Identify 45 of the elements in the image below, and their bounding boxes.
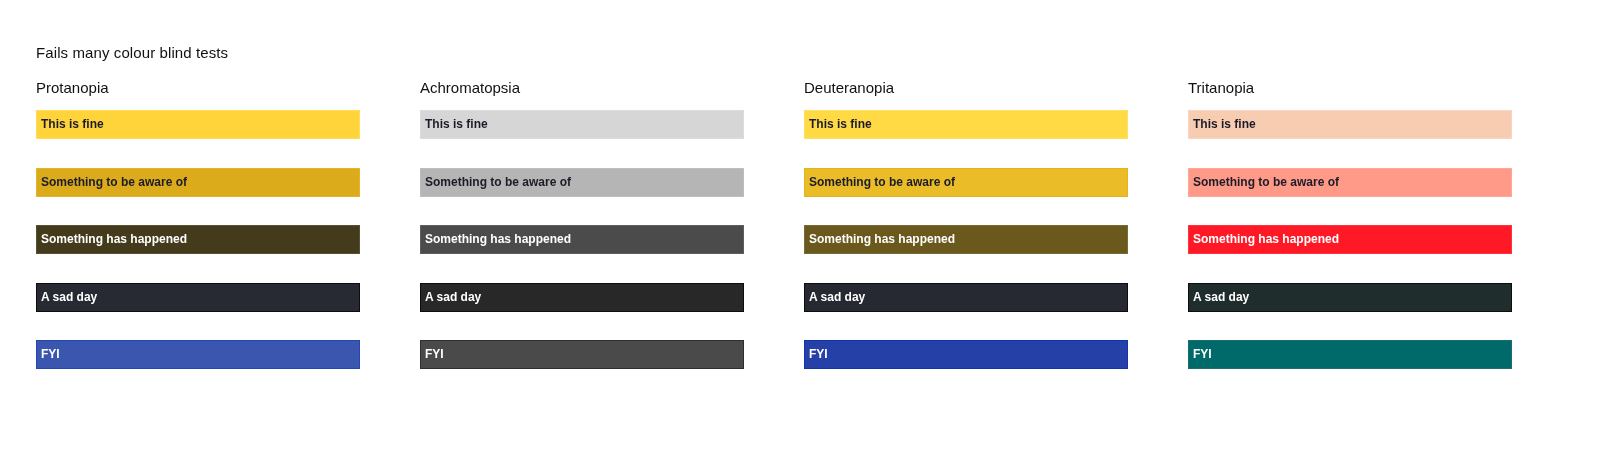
status-banner — [804, 340, 1128, 370]
status-banner — [804, 282, 1128, 312]
status-banner — [804, 110, 1128, 139]
banner-text: A sad day — [41, 289, 98, 305]
banner-text: This is fine — [41, 117, 104, 132]
banner-text: Something has happened — [809, 232, 955, 248]
status-banner — [36, 282, 360, 312]
status-banner — [36, 225, 360, 255]
banner-text: FYI — [809, 347, 828, 363]
banner-text: This is fine — [809, 117, 872, 132]
status-banner — [420, 167, 744, 197]
status-banner — [804, 167, 1128, 197]
banner-text: FYI — [41, 347, 60, 363]
status-banner — [1188, 340, 1512, 370]
banner-text: This is fine — [1193, 117, 1256, 132]
status-banner — [420, 225, 744, 255]
banner-text: A sad day — [1193, 289, 1250, 305]
status-banner — [36, 167, 360, 197]
banner-text: This is fine — [425, 117, 488, 132]
banner-text: Something to be aware of — [809, 174, 955, 190]
status-banner — [1188, 282, 1512, 312]
status-banner — [420, 340, 744, 370]
banner-text: A sad day — [425, 289, 482, 305]
status-banner — [1188, 225, 1512, 255]
column-heading: Deuteranopia — [804, 79, 895, 97]
banner-text: FYI — [1193, 347, 1212, 363]
column-heading: Protanopia — [36, 79, 109, 97]
banner-text: Something to be aware of — [1193, 174, 1339, 190]
status-banner — [1188, 167, 1512, 197]
status-banner — [420, 110, 744, 139]
heading: Fails many colour blind tests — [36, 44, 229, 62]
status-banner — [420, 282, 744, 312]
status-banner — [804, 225, 1128, 255]
banner-text: Something to be aware of — [41, 174, 187, 190]
banner-text: Something has happened — [41, 232, 187, 248]
column-heading: Tritanopia — [1188, 79, 1255, 97]
column-heading: Achromatopsia — [420, 79, 521, 97]
status-banner — [36, 340, 360, 370]
banner-text: Something to be aware of — [425, 174, 571, 190]
banner-text: Something has happened — [1193, 232, 1339, 248]
status-banner — [36, 110, 360, 139]
banner-text: A sad day — [809, 289, 866, 305]
banner-text: Something has happened — [425, 232, 571, 248]
banner-text: FYI — [425, 347, 444, 363]
status-banner — [1188, 110, 1512, 139]
